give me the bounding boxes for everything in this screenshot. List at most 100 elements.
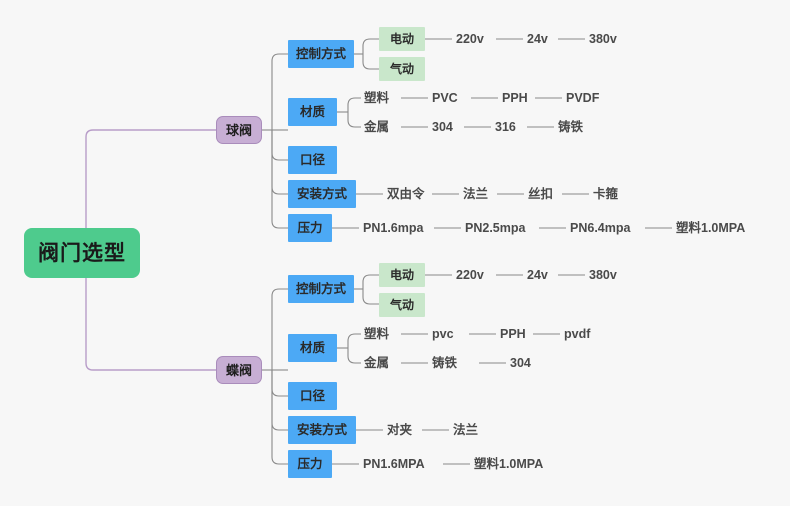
category-node-label: 安装方式 <box>296 186 347 201</box>
category-node-installation[interactable]: 安装方式 <box>288 180 356 208</box>
leaf-node-label: PPH <box>500 326 526 341</box>
leaf-node[interactable]: PVC <box>432 90 458 106</box>
leaf-node[interactable]: PN6.4mpa <box>570 220 630 236</box>
leaf-node-label: 铸铁 <box>558 119 584 134</box>
leaf-node-label: 法兰 <box>453 422 479 437</box>
leaf-node[interactable]: 220v <box>456 267 484 283</box>
leaf-node[interactable]: 24v <box>527 267 548 283</box>
leaf-node[interactable]: 304 <box>510 355 531 371</box>
leaf-node-label: 双由令 <box>387 186 425 201</box>
leaf-node[interactable]: 220v <box>456 31 484 47</box>
leaf-node[interactable]: pvc <box>432 326 454 342</box>
category-node-material[interactable]: 材质 <box>288 98 337 126</box>
leaf-node[interactable]: PN1.6MPA <box>363 456 425 472</box>
leaf-node-label: 法兰 <box>463 186 489 201</box>
category-node-label: 口径 <box>299 388 325 403</box>
option-node-electric[interactable]: 电动 <box>379 263 425 287</box>
leaf-node-label: 铸铁 <box>432 355 458 370</box>
leaf-node[interactable]: 塑料1.0MPA <box>474 456 543 472</box>
root-node-label: 阀门选型 <box>38 241 126 265</box>
category-node-label: 材质 <box>299 340 325 355</box>
category-node-control-method[interactable]: 控制方式 <box>288 40 354 68</box>
leaf-node[interactable]: 卡箍 <box>593 186 618 202</box>
leaf-node-label: 24v <box>527 31 548 46</box>
leaf-node-label: pvc <box>432 326 454 341</box>
option-node-label: 气动 <box>389 62 414 76</box>
leaf-node-label: PN1.6MPA <box>363 456 425 471</box>
leaf-node-label: 304 <box>510 355 531 370</box>
subcategory-node-metal[interactable]: 金属 <box>364 355 389 371</box>
subcategory-node-label: 金属 <box>364 355 390 370</box>
category-node-label: 控制方式 <box>295 46 346 61</box>
leaf-node[interactable]: pvdf <box>564 326 590 342</box>
leaf-node-label: 卡箍 <box>593 186 619 201</box>
option-node-label: 电动 <box>389 32 414 46</box>
subcategory-node-label: 塑料 <box>364 90 390 105</box>
leaf-node[interactable]: 铸铁 <box>558 119 583 135</box>
subcategory-node-label: 塑料 <box>364 326 390 341</box>
leaf-node[interactable]: PVDF <box>566 90 599 106</box>
leaf-node-label: PN2.5mpa <box>465 220 526 235</box>
leaf-node[interactable]: 丝扣 <box>528 186 553 202</box>
category-node-diameter[interactable]: 口径 <box>288 146 337 174</box>
subcategory-node-plastic[interactable]: 塑料 <box>364 326 389 342</box>
category-node-label: 口径 <box>299 152 325 167</box>
category-node-pressure[interactable]: 压力 <box>288 214 332 242</box>
leaf-node[interactable]: 380v <box>589 267 617 283</box>
leaf-node[interactable]: PPH <box>502 90 528 106</box>
leaf-node-label: PVDF <box>566 90 600 105</box>
leaf-node[interactable]: 铸铁 <box>432 355 457 371</box>
leaf-node-label: 304 <box>432 119 453 134</box>
leaf-node[interactable]: 法兰 <box>463 186 488 202</box>
leaf-node-label: PVC <box>432 90 458 105</box>
leaf-node-label: 316 <box>495 119 516 134</box>
leaf-node-label: 380v <box>589 267 617 282</box>
leaf-node-label: PPH <box>502 90 528 105</box>
leaf-node[interactable]: 法兰 <box>453 422 478 438</box>
branch-node-label: 球阀 <box>225 122 252 138</box>
option-node-label: 电动 <box>389 268 414 282</box>
subcategory-node-metal[interactable]: 金属 <box>364 119 389 135</box>
option-node-electric[interactable]: 电动 <box>379 27 425 51</box>
leaf-node[interactable]: 24v <box>527 31 548 47</box>
leaf-node-label: 24v <box>527 267 548 282</box>
option-node-pneumatic[interactable]: 气动 <box>379 57 425 81</box>
branch-node-ball-valve[interactable]: 球阀 <box>216 116 262 144</box>
category-node-diameter[interactable]: 口径 <box>288 382 337 410</box>
leaf-node-label: 220v <box>456 267 484 282</box>
leaf-node[interactable]: PN2.5mpa <box>465 220 525 236</box>
category-node-label: 压力 <box>297 456 323 471</box>
category-node-label: 安装方式 <box>296 422 347 437</box>
option-node-label: 气动 <box>389 298 414 312</box>
leaf-node-label: pvdf <box>564 326 591 341</box>
leaf-node-label: 380v <box>589 31 617 46</box>
category-node-pressure[interactable]: 压力 <box>288 450 332 478</box>
leaf-node[interactable]: 双由令 <box>387 186 425 202</box>
subcategory-node-plastic[interactable]: 塑料 <box>364 90 389 106</box>
leaf-node-label: 对夹 <box>387 422 413 437</box>
leaf-node-label: 塑料1.0MPA <box>676 220 746 235</box>
leaf-node-label: PN6.4mpa <box>570 220 631 235</box>
branch-node-butterfly-valve[interactable]: 蝶阀 <box>216 356 262 384</box>
category-node-installation[interactable]: 安装方式 <box>288 416 356 444</box>
leaf-node-label: 塑料1.0MPA <box>474 456 544 471</box>
leaf-node-label: 丝扣 <box>528 186 554 201</box>
category-node-label: 材质 <box>299 104 325 119</box>
leaf-node[interactable]: PPH <box>500 326 526 342</box>
leaf-node-label: PN1.6mpa <box>363 220 424 235</box>
subcategory-node-label: 金属 <box>364 119 390 134</box>
category-node-control-method[interactable]: 控制方式 <box>288 275 354 303</box>
category-node-material[interactable]: 材质 <box>288 334 337 362</box>
leaf-node[interactable]: 380v <box>589 31 617 47</box>
branch-node-label: 蝶阀 <box>225 362 252 378</box>
option-node-pneumatic[interactable]: 气动 <box>379 293 425 317</box>
leaf-node[interactable]: 304 <box>432 119 453 135</box>
root-node[interactable]: 阀门选型 <box>24 228 140 278</box>
leaf-node[interactable]: 对夹 <box>387 422 412 438</box>
leaf-node[interactable]: 316 <box>495 119 516 135</box>
leaf-node[interactable]: 塑料1.0MPA <box>676 220 745 236</box>
leaf-node-label: 220v <box>456 31 484 46</box>
category-node-label: 控制方式 <box>295 281 346 296</box>
leaf-node[interactable]: PN1.6mpa <box>363 220 423 236</box>
